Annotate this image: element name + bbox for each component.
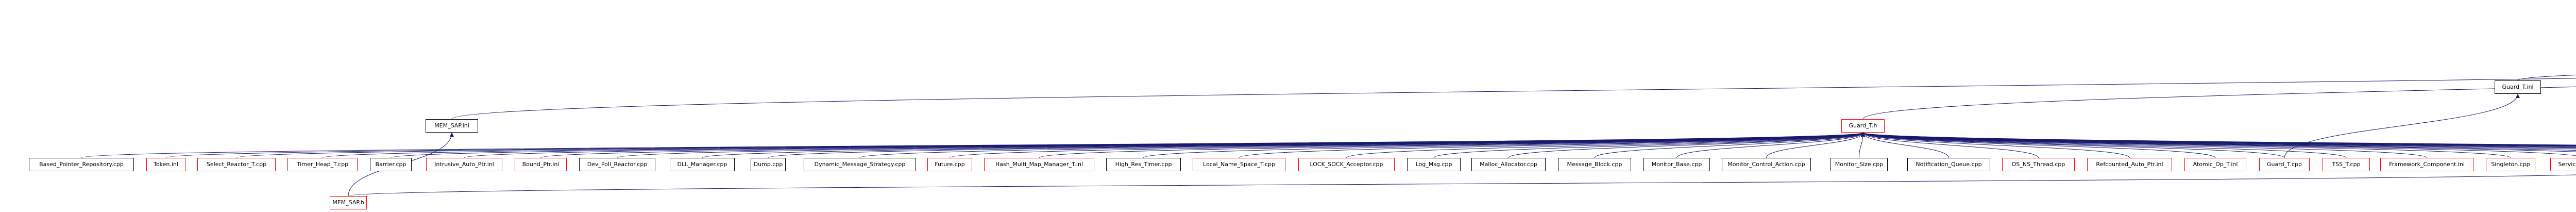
graph-node-lsa[interactable]: LOCK_SOCK_Acceptor.cpp [1298, 158, 1395, 171]
graph-node-barrier[interactable]: Barrier.cpp [370, 158, 412, 171]
graph-node-bpr[interactable]: Based_Pointer_Repository.cpp [29, 158, 134, 171]
edge-timer_heap-to-guard_h [322, 132, 1865, 158]
graph-node-singleton[interactable]: Singleton.cpp [2486, 158, 2535, 171]
graph-node-dump[interactable]: Dump.cpp [751, 158, 786, 171]
graph-node-osns[interactable]: OS_NS_Thread.cpp [2002, 158, 2075, 171]
graph-node-select[interactable]: Select_Reactor_T.cpp [197, 158, 276, 171]
edge-atomic-to-guard_h [1861, 132, 2216, 158]
graph-node-devpoll[interactable]: Dev_Poll_Reactor.cpp [579, 158, 655, 171]
edge-refc-to-guard_h [1861, 132, 2130, 158]
edge-malloc_alloc-to-guard_h [1508, 132, 1865, 158]
graph-node-bound[interactable]: Bound_Ptr.inl [515, 158, 567, 171]
edge-osns-to-guard_h [1861, 132, 2039, 158]
edge-hrt-to-guard_h [1143, 132, 1865, 158]
graph-node-mem-sap-h[interactable]: MEM_SAP.h [330, 196, 367, 209]
edge-guard_cpp-to-guard_h [1861, 132, 2285, 158]
edge-rw_cpp-to-guard_h [1861, 132, 2576, 145]
graph-node-monctl[interactable]: Monitor_Control_Action.cpp [1722, 158, 1811, 171]
edge-singleton-to-guard_h [1861, 132, 2511, 158]
edge-msgblock-to-guard_h [1594, 132, 1865, 158]
graph-node-token[interactable]: Token.inl [146, 158, 185, 171]
graph-node-monsize[interactable]: Monitor_Size.cpp [1831, 158, 1888, 171]
graph-node-monbase[interactable]: Monitor_Base.cpp [1643, 158, 1710, 171]
graph-node-tss[interactable]: TSS_T.cpp [2323, 158, 2370, 171]
edge-mem_sap_h-to-malloc_t [348, 174, 2576, 197]
edge-mem_sap_inl-to-rw_h [451, 78, 2576, 120]
graph-node-guard-inl[interactable]: Guard_T.inl [2495, 80, 2541, 94]
graph-node-guard-cpp[interactable]: Guard_T.cpp [2259, 158, 2310, 171]
graph-node-mem-sap-inl[interactable]: MEM_SAP.inl [426, 119, 478, 133]
edge-guard_inl-to-rw_h [2517, 74, 2576, 81]
graph-node-refc[interactable]: Refcounted_Auto_Ptr.inl [2087, 158, 2172, 171]
graph-node-malloc-alloc[interactable]: Malloc_Allocator.cpp [1471, 158, 1546, 171]
graph-node-logmsg[interactable]: Log_Msg.cpp [1407, 158, 1461, 171]
edge-monbase-to-guard_h [1676, 132, 1865, 158]
graph-node-future[interactable]: Future.cpp [927, 158, 972, 171]
graph-node-framework[interactable]: Framework_Component.inl [2380, 158, 2473, 171]
edge-tss-to-guard_h [1861, 132, 2347, 158]
graph-node-timer-heap[interactable]: Timer_Heap_T.cpp [287, 158, 358, 171]
edge-guard_h-to-rw_h [1862, 86, 2576, 120]
graph-node-atomic[interactable]: Atomic_Op_T.inl [2184, 158, 2246, 171]
graph-node-msgblock[interactable]: Message_Block.cpp [1558, 158, 1631, 171]
edge-notif-to-guard_h [1861, 132, 1949, 158]
edge-framework-to-guard_h [1861, 132, 2427, 158]
edge-select-to-guard_h [236, 132, 1865, 158]
graph-node-guard-h[interactable]: Guard_T.h [1841, 119, 1885, 133]
edge-dump-to-guard_h [768, 132, 1865, 158]
graph-node-dms[interactable]: Dynamic_Message_Strategy.cpp [804, 158, 916, 171]
edge-lns-to-guard_h [1239, 132, 1865, 158]
edge-logmsg-to-guard_h [1433, 132, 1865, 158]
graph-node-hmm[interactable]: Hash_Multi_Map_Manager_T.inl [984, 158, 1094, 171]
graph-node-dll[interactable]: DLL_Manager.cpp [670, 158, 735, 171]
graph-node-intrusive[interactable]: Intrusive_Auto_Ptr.inl [426, 158, 502, 171]
edge-lsa-to-guard_h [1346, 132, 1865, 158]
graph-node-notif[interactable]: Notification_Queue.cpp [1907, 158, 1990, 171]
graph-node-gestalt[interactable]: Service_Gestalt.h [2550, 158, 2576, 171]
edge-monctl-to-guard_h [1766, 132, 1865, 158]
graph-node-lns[interactable]: Local_Name_Space_T.cpp [1193, 158, 1285, 171]
graph-node-hrt[interactable]: High_Res_Timer.cpp [1106, 158, 1181, 171]
edge-hmm-to-guard_h [1039, 132, 1865, 158]
edge-guard_cpp-to-guard_inl [2284, 93, 2520, 158]
